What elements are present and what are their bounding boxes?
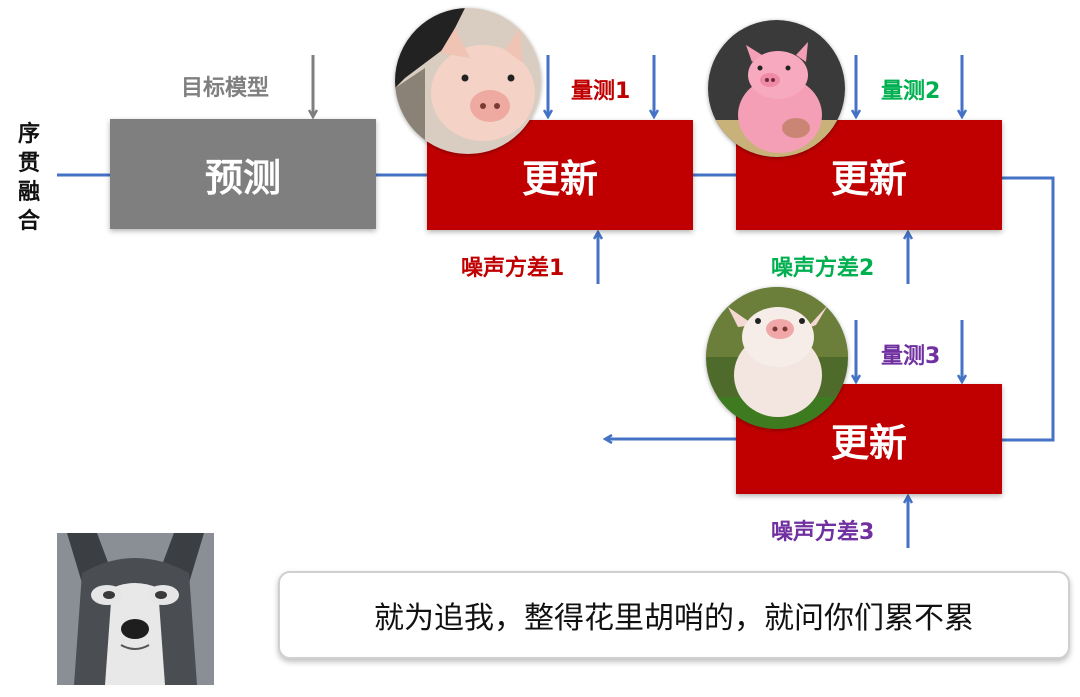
update2-to-update3-line [1002, 176, 1055, 442]
speech-bubble: 就为追我，整得花里胡哨的，就问你们累不累 [278, 571, 1070, 659]
noise1-label: 噪声方差1 [461, 256, 565, 281]
side-char: 合 [17, 209, 40, 234]
target-model-label: 目标模型 [181, 76, 270, 101]
noise3-label: 噪声方差3 [771, 520, 875, 545]
predict-box: 预测 [110, 119, 376, 229]
sequential-fusion-label: 序 贯 融 合 [12, 120, 46, 236]
pig-photo-icon [395, 8, 541, 154]
noise2-label: 噪声方差2 [771, 256, 875, 281]
measure1-label: 量测1 [571, 79, 631, 104]
side-char: 融 [17, 180, 40, 205]
husky-dog-icon [57, 533, 214, 685]
side-char: 贯 [17, 151, 40, 176]
measure2-label: 量测2 [881, 79, 941, 104]
cartoon-pig-icon [708, 20, 845, 157]
side-char: 序 [17, 122, 40, 147]
measure3-label: 量测3 [881, 344, 941, 369]
speech-text: 就为追我，整得花里胡哨的，就问你们累不累 [374, 601, 974, 636]
piglet-photo-icon [706, 287, 848, 429]
